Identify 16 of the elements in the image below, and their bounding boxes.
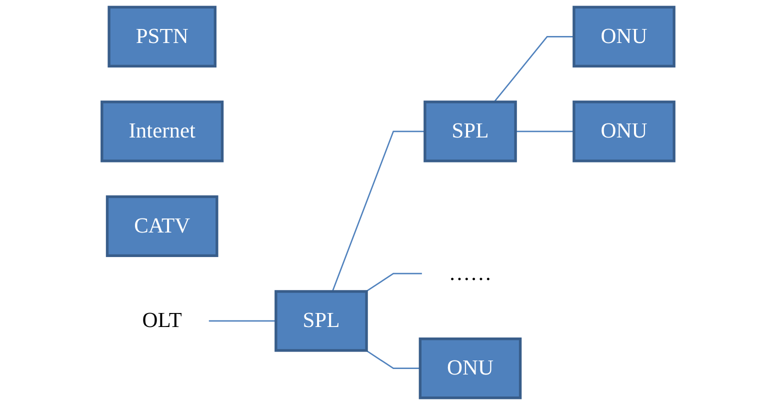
node-text: OLT	[142, 309, 182, 333]
connector	[494, 36, 574, 102]
node-box: ONU	[572, 6, 676, 68]
connector	[332, 130, 425, 292]
node-box: Internet	[100, 100, 224, 162]
node-box: ONU	[418, 338, 522, 400]
connector	[208, 320, 276, 322]
node-box: PSTN	[108, 6, 216, 68]
connector	[366, 350, 420, 370]
connector	[516, 130, 574, 132]
node-box: CATV	[106, 195, 218, 258]
node-box: SPL	[424, 100, 517, 162]
connector	[366, 272, 422, 292]
node-box: SPL	[274, 290, 368, 352]
node-text: ……	[448, 262, 492, 286]
node-box: ONU	[572, 100, 676, 162]
